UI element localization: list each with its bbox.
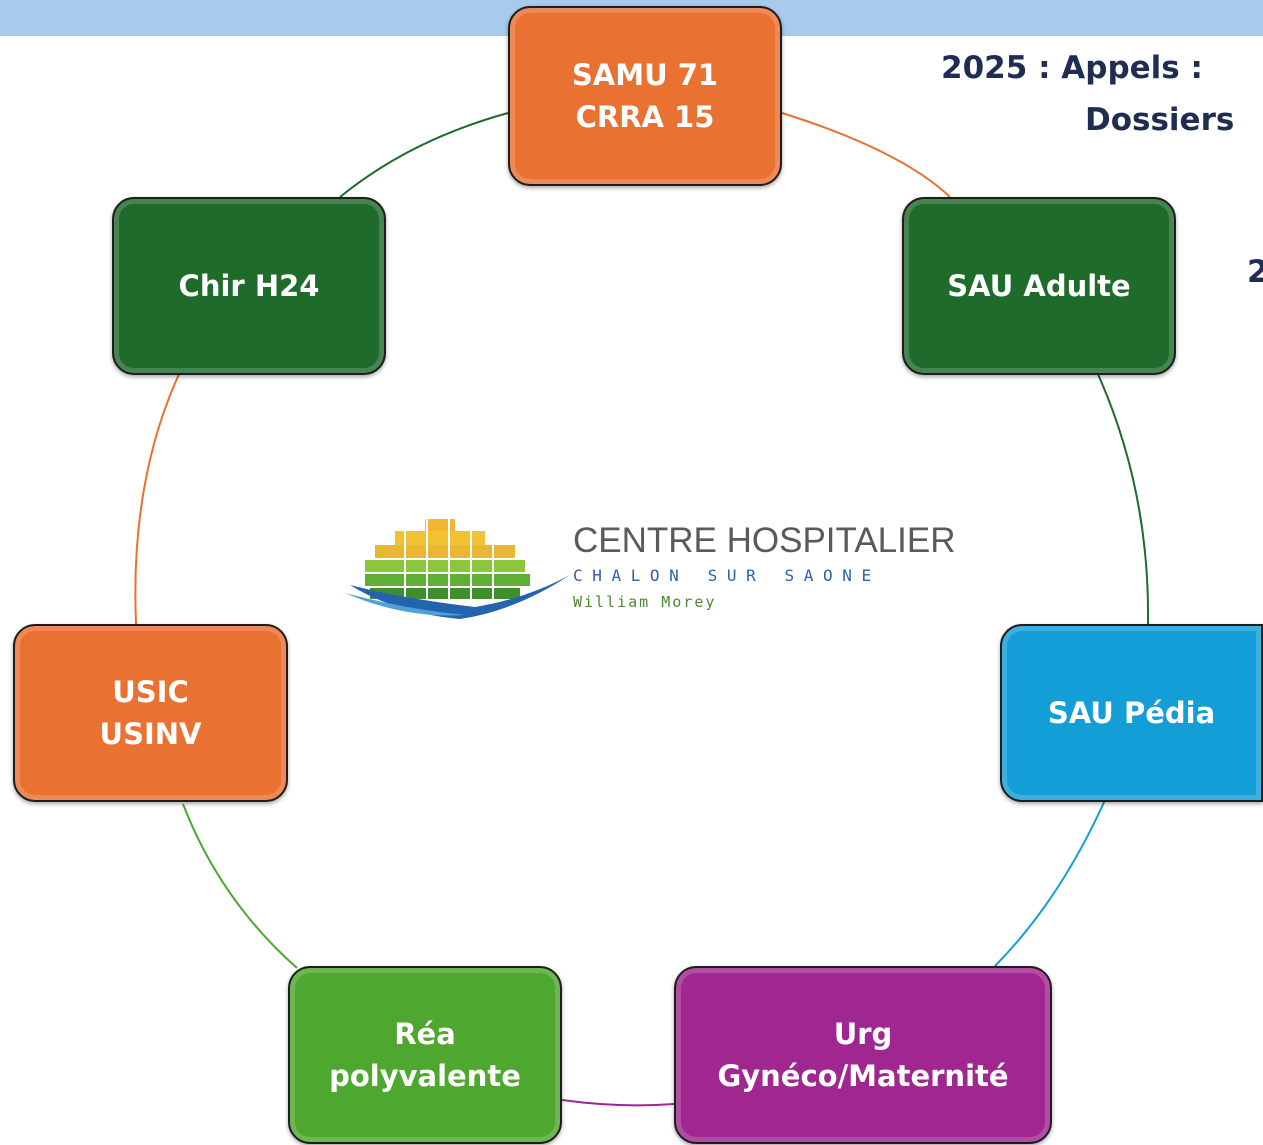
logo-name: CENTRE HOSPITALIER	[573, 521, 956, 560]
header-line-1: 2025 : Appels :	[941, 50, 1203, 86]
node-samu-71: SAMU 71 CRRA 15	[508, 6, 782, 186]
node-urg-gyneco: Urg Gynéco/Maternité	[674, 966, 1052, 1144]
node-rea-line-1: Réa	[394, 1017, 456, 1051]
node-sau-pedia-label: SAU Pédia	[1047, 696, 1216, 730]
header-line-2: Dossiers	[1085, 102, 1235, 138]
logo-signature: William Morey	[573, 593, 717, 611]
edge-sau-pedia-urg-gyneco	[994, 799, 1106, 967]
node-rea-line-2: polyvalente	[329, 1059, 521, 1093]
node-sau-adulte: SAU Adulte	[902, 197, 1176, 375]
edge-urg-gyneco-rea	[561, 1099, 675, 1107]
node-urg-gyneco-line-1: Urg	[833, 1017, 893, 1051]
node-chir-h24: Chir H24	[112, 197, 386, 375]
node-samu-line-1: SAMU 71	[571, 58, 719, 92]
node-usic-line-2: USINV	[99, 717, 202, 751]
node-chir-label: Chir H24	[178, 269, 320, 303]
node-usic-usinv: USIC USINV	[13, 624, 288, 802]
edge-chir-samu	[339, 112, 509, 198]
logo-location: CHALON SUR SAONE	[573, 566, 881, 585]
node-sau-adulte-label: SAU Adulte	[947, 269, 1131, 303]
edge-samu-sau-adulte	[781, 112, 951, 198]
edge-sau-adulte-sau-pedia	[1096, 371, 1150, 625]
hospital-logo-icon	[345, 519, 570, 619]
node-sau-pedia: SAU Pédia	[1000, 624, 1263, 802]
node-usic-line-1: USIC	[112, 675, 189, 709]
node-rea-polyvalente: Réa polyvalente	[288, 966, 562, 1144]
edge-usic-chir	[134, 371, 181, 625]
node-urg-gyneco-line-2: Gynéco/Maternité	[717, 1059, 1009, 1093]
header-line-3: 2	[1247, 254, 1263, 290]
edge-rea-usic	[182, 803, 298, 969]
node-samu-line-2: CRRA 15	[575, 100, 715, 134]
